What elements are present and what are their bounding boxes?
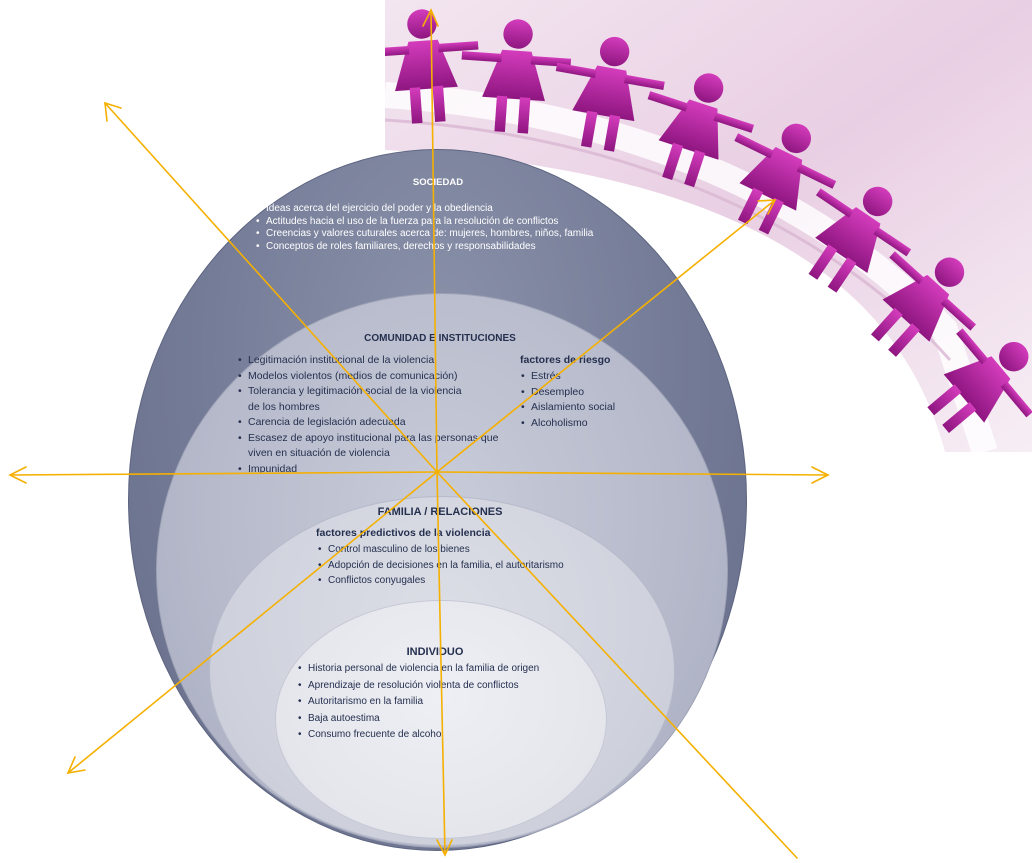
list-item: Escasez de apoyo institucional para las … [238, 431, 498, 447]
list-item: Conflictos conyugales [318, 573, 564, 589]
list-item: Estrés [521, 369, 615, 385]
list-item: Aislamiento social [521, 400, 615, 416]
list-item: Baja autoestima [298, 711, 539, 728]
list-item: Modelos violentos (medios de comunicació… [238, 369, 498, 385]
individuo-list: Historia personal de violencia en la fam… [298, 661, 539, 744]
list-item: Desempleo [521, 385, 615, 401]
familia-subtitle: factores predictivos de la violencia [316, 527, 491, 539]
individuo-title: INDIVIDUO [406, 646, 464, 658]
risk-factors-list: Estrés Desempleo Aislamiento social Alco… [521, 369, 615, 431]
list-item: Autoritarismo en la familia [298, 694, 539, 711]
list-item: Legitimación institucional de la violenc… [238, 353, 498, 369]
list-item: Impunidad [238, 462, 498, 478]
comunidad-list: Legitimación institucional de la violenc… [238, 353, 498, 477]
familia-title: FAMILIA / RELACIONES [377, 506, 503, 518]
list-item: Aprendizaje de resolución violenta de co… [298, 678, 539, 695]
familia-list: Control masculino de los bienes Adopción… [318, 542, 564, 589]
list-item: Historia personal de violencia en la fam… [298, 661, 539, 678]
list-item: Ideas acerca del ejercicio del poder y l… [256, 203, 593, 216]
list-item: Carencia de legislación adecuada [238, 415, 498, 431]
list-item-continuation: de los hombres [248, 400, 320, 413]
list-item: Control masculino de los bienes [318, 542, 564, 558]
list-item: Tolerancia y legitimación social de la v… [238, 384, 498, 400]
list-item: Conceptos de roles familiares, derechos … [256, 241, 593, 254]
comunidad-title: COMUNIDAD E INSTITUCIONES [364, 333, 516, 344]
list-item: Actitudes hacia el uso de la fuerza para… [256, 216, 593, 229]
list-item: Consumo frecuente de alcohol [298, 727, 539, 744]
sociedad-title: SOCIEDAD [412, 177, 464, 188]
list-item: Adopción de decisiones en la familia, el… [318, 558, 564, 574]
list-item-continuation: viven en situación de violencia [248, 447, 390, 459]
sociedad-list: Ideas acerca del ejercicio del poder y l… [256, 203, 593, 253]
list-item: Creencias y valores cuturales acerca de:… [256, 228, 593, 241]
risk-factors-title: factores de riesgo [520, 354, 611, 366]
list-item: Alcoholismo [521, 416, 615, 432]
